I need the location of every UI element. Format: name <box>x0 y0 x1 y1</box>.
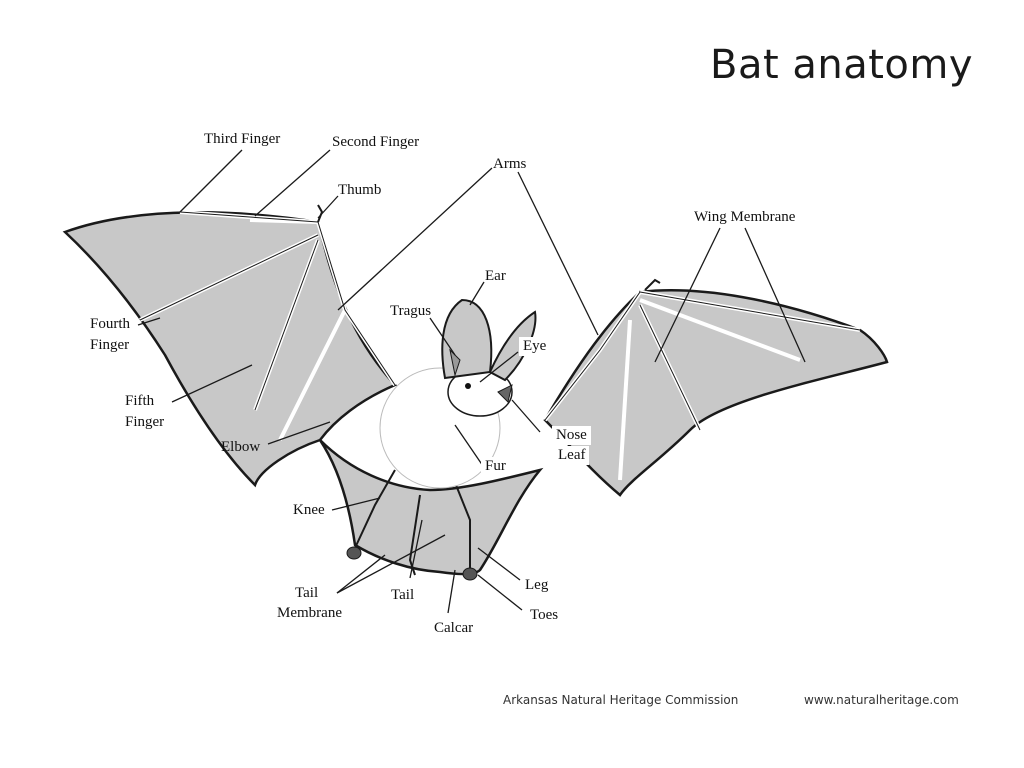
label-knee: Knee <box>293 501 325 520</box>
right-foot <box>463 568 477 580</box>
label-fur: Fur <box>481 457 510 476</box>
diagram-title: Bat anatomy <box>710 42 973 88</box>
label-second-finger: Second Finger <box>332 133 419 152</box>
label-tail-membrane-line1: Tail <box>295 584 318 603</box>
label-thumb: Thumb <box>338 181 381 200</box>
label-wing-membrane: Wing Membrane <box>694 208 795 227</box>
label-fifth-finger-line2: Finger <box>125 413 164 432</box>
footer-credit: Arkansas Natural Heritage Commission <box>503 693 738 707</box>
footer-website: www.naturalheritage.com <box>804 693 959 707</box>
left-foot <box>347 547 361 559</box>
label-toes: Toes <box>530 606 558 625</box>
label-tail: Tail <box>391 586 414 605</box>
label-arms: Arms <box>493 155 526 174</box>
label-third-finger: Third Finger <box>204 130 280 149</box>
label-ear: Ear <box>485 267 506 286</box>
label-calcar: Calcar <box>434 619 473 638</box>
label-leg: Leg <box>525 576 548 595</box>
label-tail-membrane-line2: Membrane <box>277 604 342 623</box>
eye <box>465 383 471 389</box>
label-nose-leaf-line1: Nose <box>552 426 591 445</box>
label-elbow: Elbow <box>221 438 260 457</box>
label-fifth-finger-line1: Fifth <box>125 392 154 411</box>
label-fourth-finger-line2: Finger <box>90 336 129 355</box>
label-nose-leaf-line2: Leaf <box>554 446 589 465</box>
left-ear <box>442 300 491 378</box>
right-thumb <box>645 280 660 290</box>
label-eye: Eye <box>519 337 550 356</box>
label-tragus: Tragus <box>390 302 431 321</box>
right-wing-membrane <box>545 290 887 495</box>
label-fourth-finger-line1: Fourth <box>90 315 130 334</box>
